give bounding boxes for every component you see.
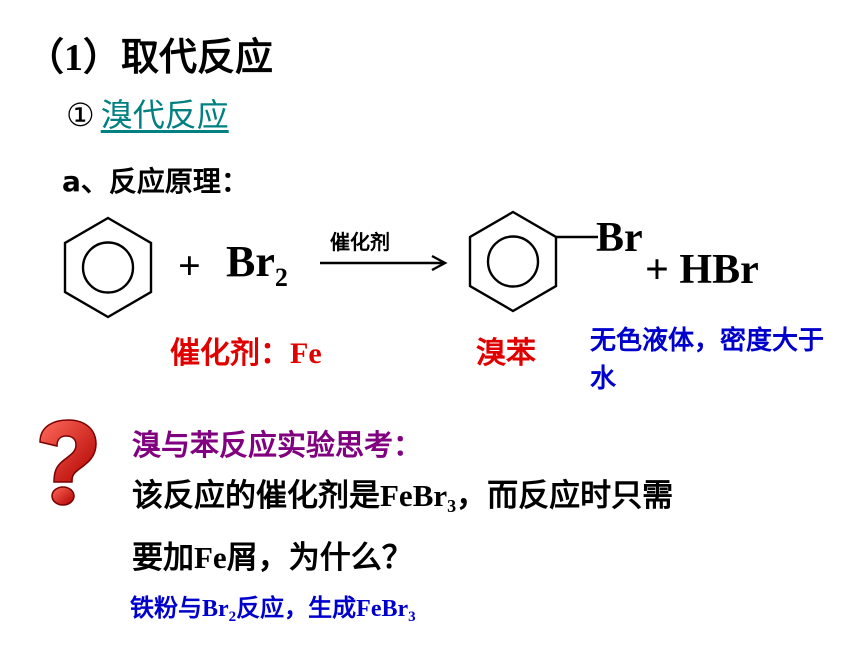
bromine-reagent: Br2 (226, 237, 288, 292)
question-line-2: 要加Fe屑，为什么？ (132, 540, 413, 576)
thinking-question-body: 该反应的催化剂是FeBr3，而反应时只需 要加Fe屑，为什么？ (132, 470, 673, 584)
reaction-arrow (320, 254, 448, 272)
question-line-1: 该反应的催化剂是FeBr3，而反应时只需 (132, 478, 674, 516)
benzene-reactant (63, 216, 153, 319)
plus-sign: + (178, 243, 201, 288)
circled-number: ① (66, 96, 95, 134)
heading-title: 取代反应 (121, 35, 274, 79)
bromination-link[interactable]: 溴代反应 (100, 96, 229, 134)
heading-number: （1） (26, 37, 122, 79)
product-properties: 无色液体，密度大于水 (590, 326, 825, 394)
product-name: 溴苯 (476, 336, 536, 371)
answer-text: 铁粉与Br2反应，生成FeBr3 (130, 594, 416, 625)
thinking-question-title: 溴与苯反应实验思考： (132, 428, 423, 462)
reaction-condition: 催化剂 (330, 230, 390, 254)
bromobenzene-ring (468, 210, 598, 313)
bromo-substituent: Br (596, 215, 643, 261)
question-mark-icon (39, 419, 97, 506)
catalyst-label: 催化剂：Fe (170, 336, 322, 371)
reaction-diagram (63, 210, 598, 319)
section-heading: （1）取代反应 (26, 26, 273, 81)
section-a-label: a、反应原理： (62, 165, 249, 198)
hbr-byproduct: + HBr (645, 247, 759, 293)
